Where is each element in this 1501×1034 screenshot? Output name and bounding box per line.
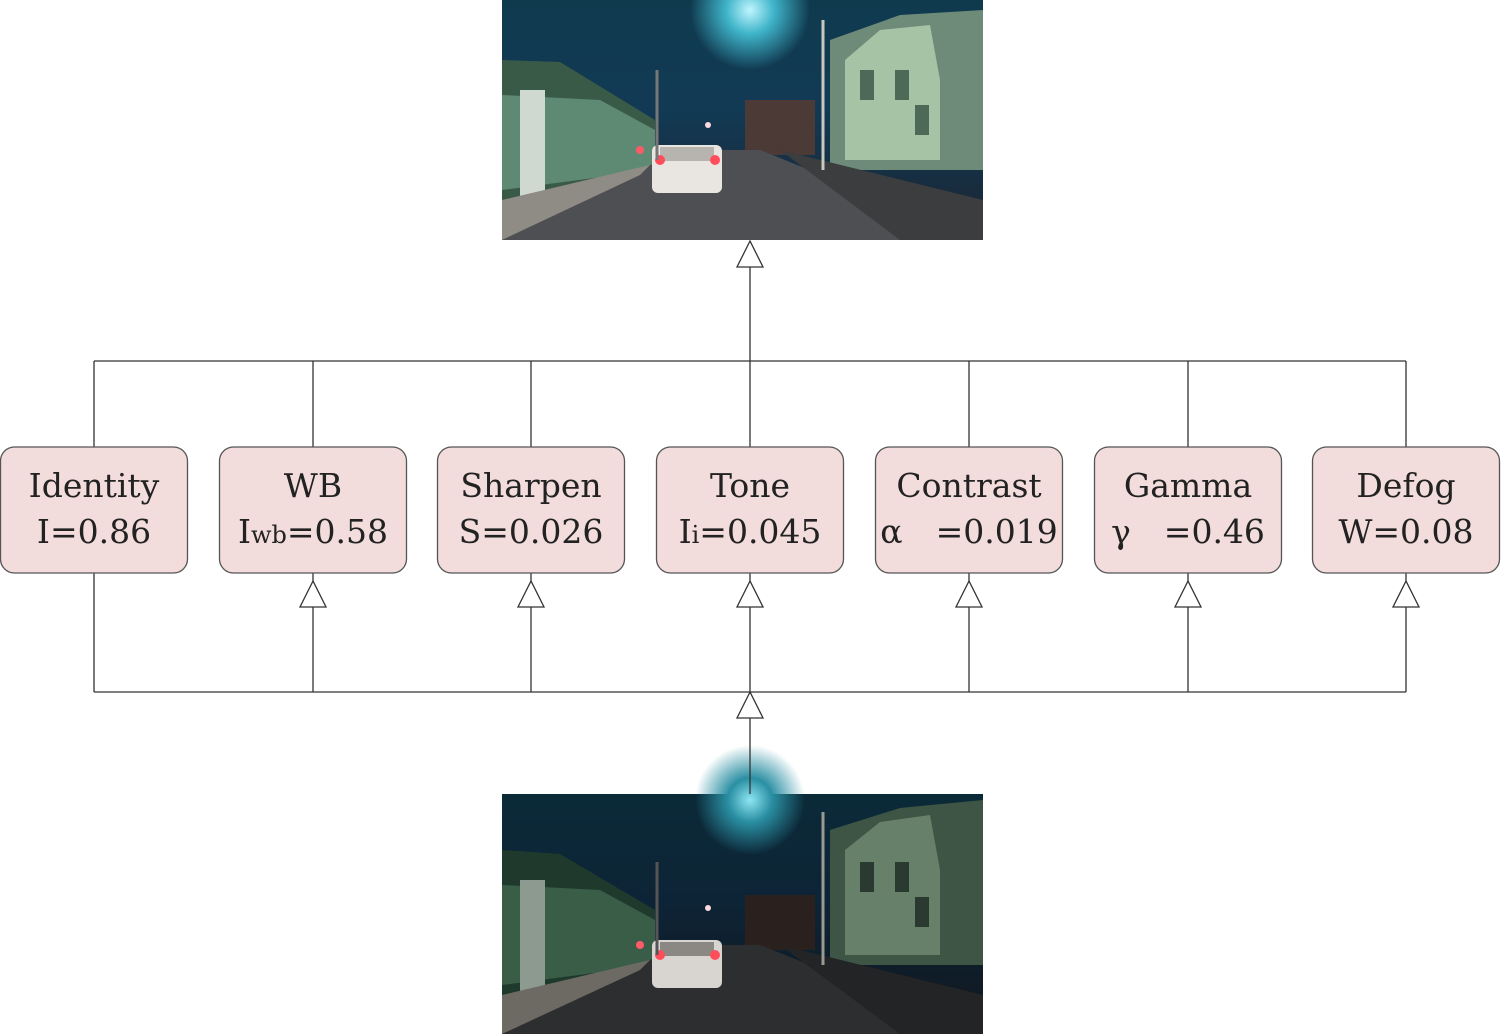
- arrow-tone: [735, 579, 765, 608]
- filter-name: Defog: [1356, 466, 1455, 505]
- filter-param: I=0.86: [37, 512, 151, 551]
- filter-name: Sharpen: [460, 466, 601, 505]
- filter-box-bg: [1311, 446, 1501, 574]
- filter-name: WB: [284, 466, 342, 505]
- filter-param: Iwb=0.58: [238, 512, 388, 551]
- filter-box-bg: [1093, 446, 1283, 574]
- param-value: =0.46: [1164, 512, 1265, 551]
- param-value: =0.58: [287, 512, 388, 551]
- arrowheads: [298, 239, 1421, 719]
- filter-box-bg: [655, 446, 845, 574]
- param-subscript: wb: [251, 521, 287, 549]
- param-symbol: I: [37, 512, 50, 551]
- output-photo: [502, 0, 983, 240]
- filter-box-bg: [874, 446, 1064, 574]
- arrow-contrast: [954, 579, 984, 608]
- filter-name: Contrast: [896, 466, 1041, 505]
- param-symbol: W: [1338, 512, 1372, 551]
- arrow-defog: [1391, 579, 1421, 608]
- param-symbol: α: [880, 512, 902, 551]
- filter-name: Identity: [29, 466, 160, 505]
- param-value: =0.026: [481, 512, 603, 551]
- param-space: [1131, 512, 1164, 551]
- param-value: =0.045: [699, 512, 821, 551]
- param-value: =0.019: [936, 512, 1058, 551]
- input-photo: [502, 745, 983, 1034]
- filter-box-bg: [436, 446, 626, 574]
- param-value: =0.86: [50, 512, 151, 551]
- filter-param: Ii=0.045: [679, 512, 822, 551]
- filter-box-bg: [218, 446, 408, 574]
- filter-box-contrast: Contrast α =0.019: [874, 446, 1064, 574]
- param-symbol: I: [238, 512, 251, 551]
- arrow-gamma: [1173, 579, 1203, 608]
- param-space: [903, 512, 936, 551]
- arrow-wb: [298, 579, 328, 608]
- filter-name: Gamma: [1124, 466, 1252, 505]
- filter-param: α =0.019: [880, 512, 1057, 551]
- filter-param: γ =0.46: [1111, 512, 1265, 551]
- param-symbol: I: [679, 512, 692, 551]
- param-symbol: S: [459, 512, 482, 551]
- filter-box-wb: WB Iwb=0.58: [218, 446, 408, 574]
- filter-box-gamma: Gamma γ =0.46: [1093, 446, 1283, 574]
- filter-name: Tone: [710, 466, 790, 505]
- arrow-input-to-bus: [735, 690, 765, 719]
- param-symbol: γ: [1111, 512, 1131, 551]
- filter-boxes: IdentityI=0.86WBIwb=0.58SharpenS=0.026To…: [0, 446, 1501, 574]
- param-value: =0.08: [1372, 512, 1473, 551]
- arrow-to-output: [735, 239, 765, 268]
- param-subscript: i: [692, 521, 700, 549]
- arrow-sharpen: [516, 579, 546, 608]
- filter-param: W=0.08: [1338, 512, 1473, 551]
- filter-box-bg: [0, 446, 189, 574]
- filter-param: S=0.026: [459, 512, 604, 551]
